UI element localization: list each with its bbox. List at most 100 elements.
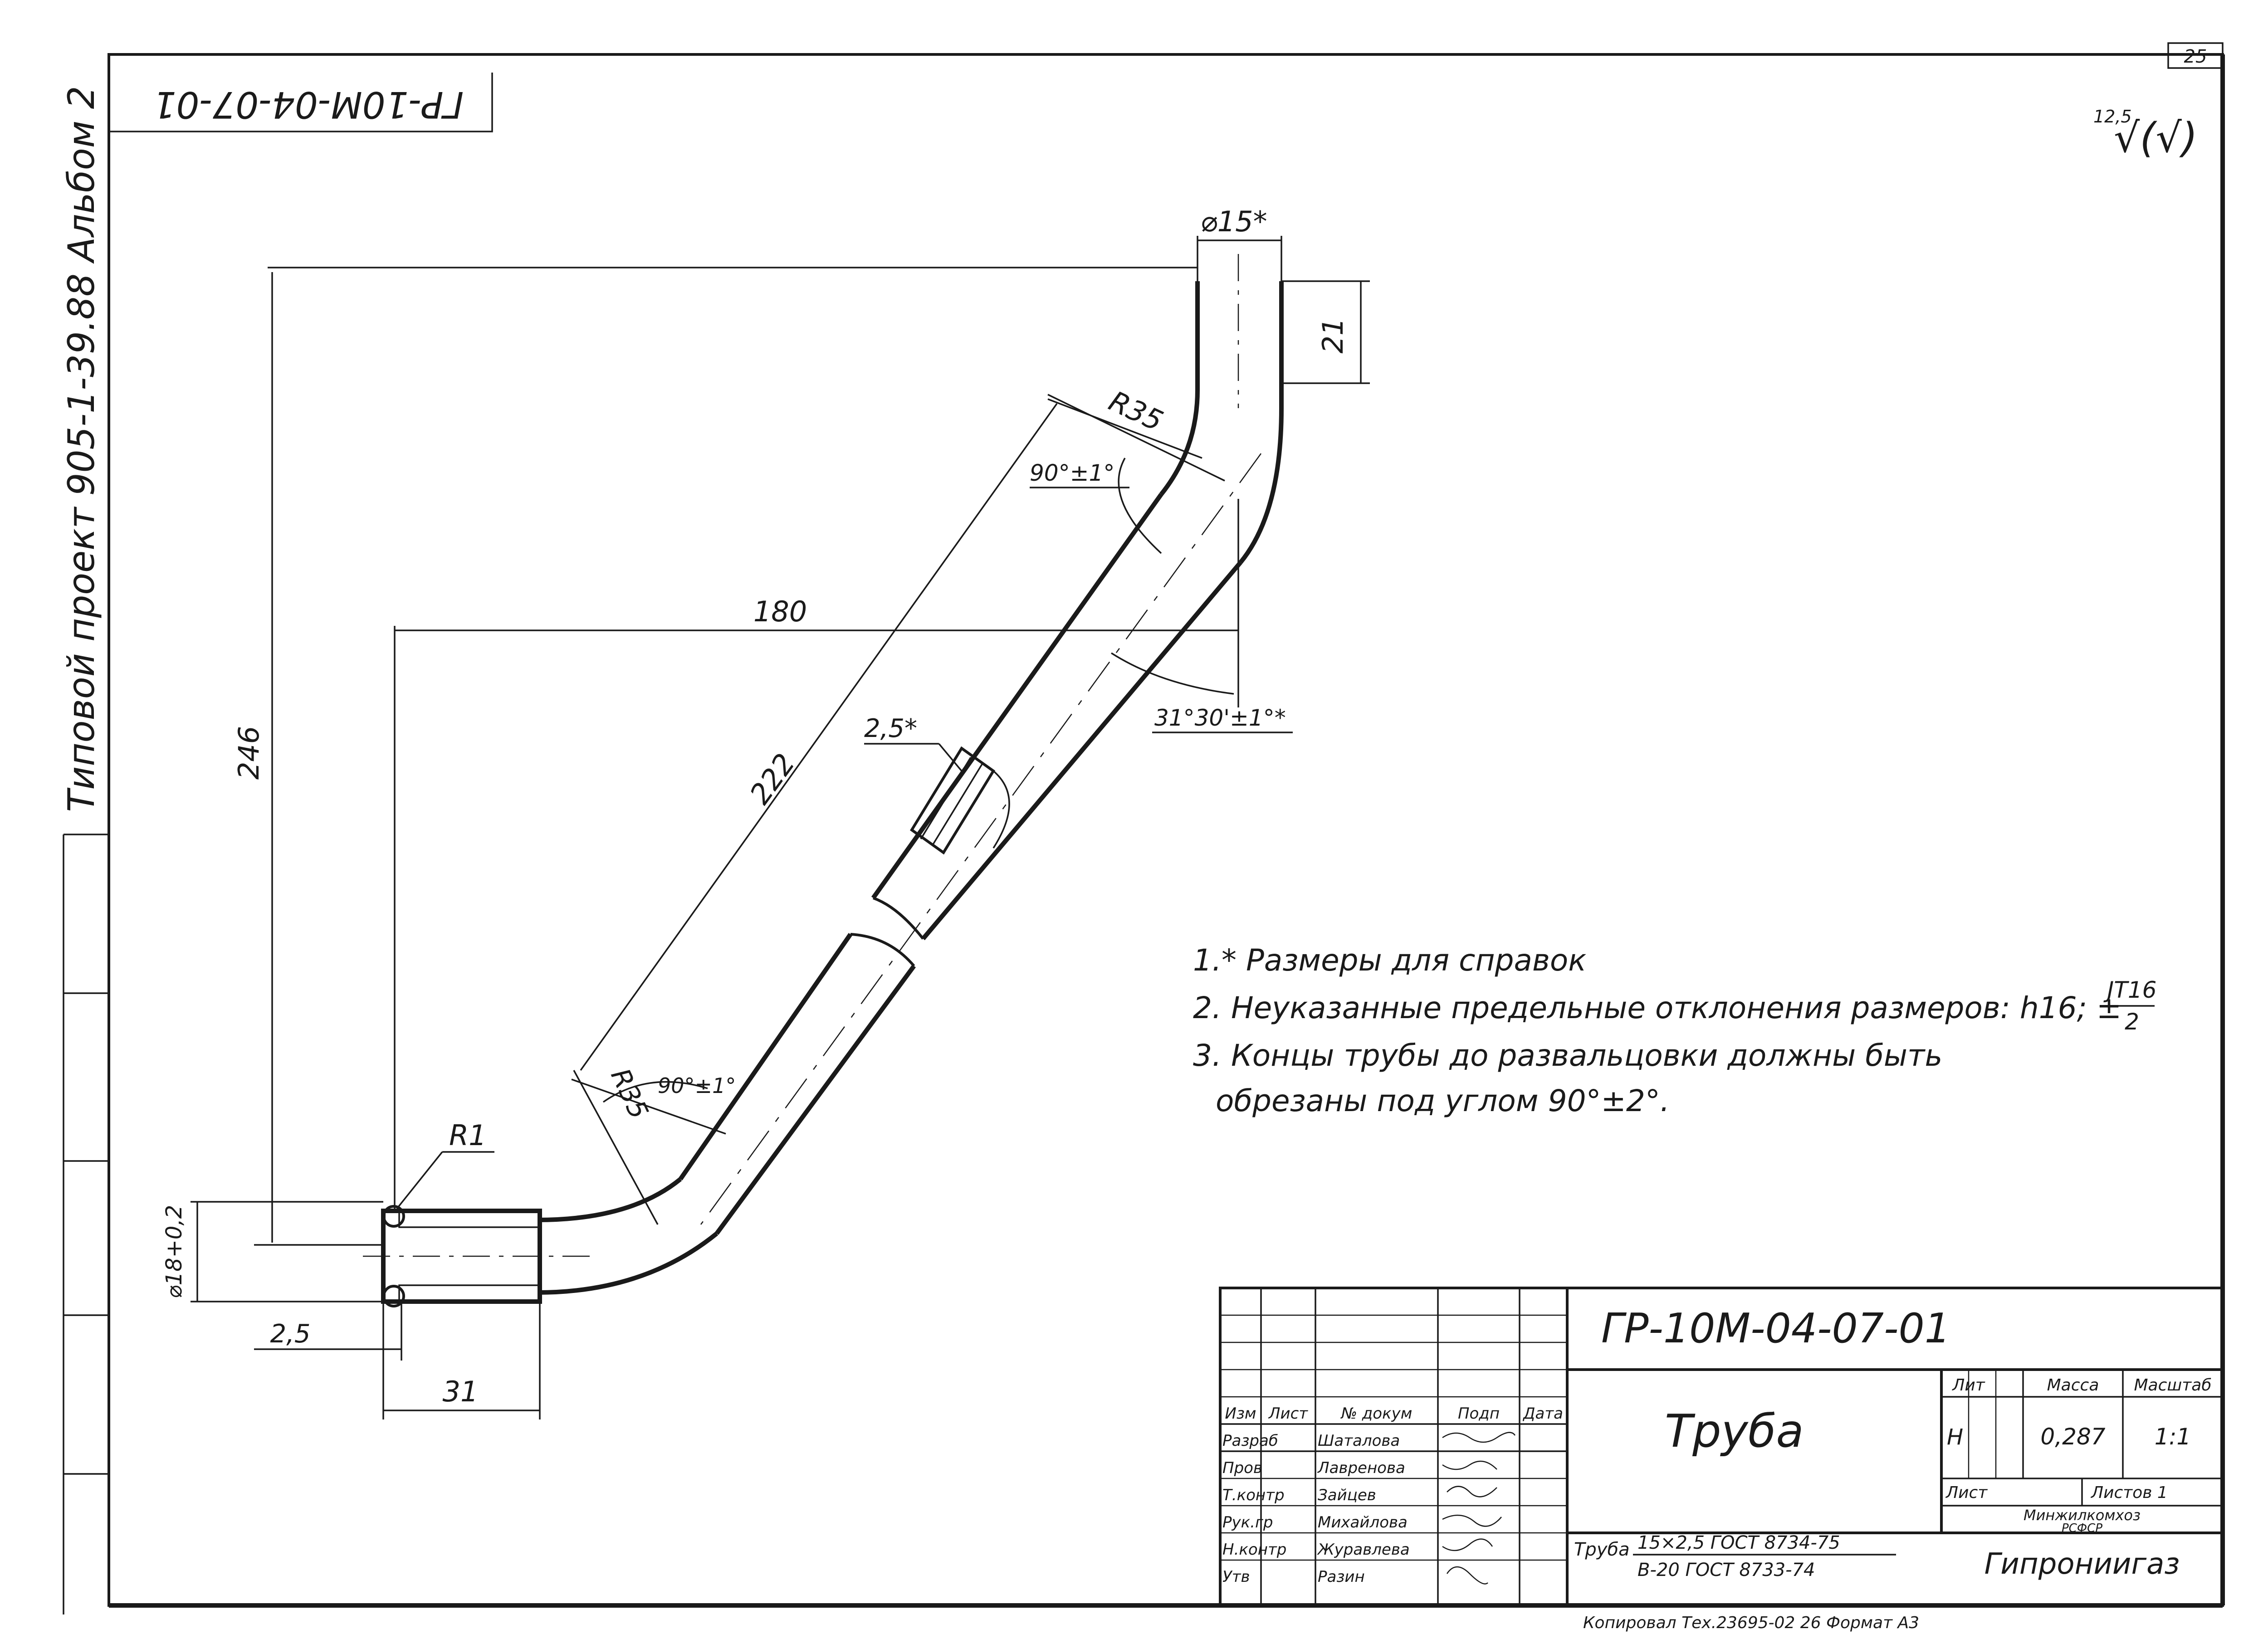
tb-designation: ГР-10М-04-07-01: [1601, 1305, 1950, 1352]
tb-material-line2: В-20 ГОСТ 8733-74: [1637, 1560, 1815, 1580]
pipe-break-upper: [872, 897, 924, 940]
dim-90-top: 90°±1°: [1030, 460, 1114, 486]
tb-role: Разраб: [1222, 1432, 1278, 1450]
bottom-bend-outer: [537, 1232, 719, 1295]
tb-lit-label: Лит: [1951, 1376, 1985, 1395]
tb-name: Труба: [1665, 1405, 1804, 1458]
diag-upper-right: [921, 561, 1242, 941]
leader-r35-top: [1047, 394, 1225, 482]
pipe-break-lower: [850, 933, 915, 967]
title-block-frame: [1219, 1287, 2224, 1607]
ext-line-222-top: [1047, 398, 1202, 459]
tb-sheet-label: Лист: [1945, 1483, 1988, 1502]
dim-180: 180: [753, 595, 807, 628]
flare-wall-top: [398, 1210, 541, 1228]
dim-2-5: 2,5: [270, 1319, 310, 1349]
tb-sheets-label: Листов 1: [2090, 1483, 2168, 1502]
weld-arc: [992, 770, 1010, 849]
dim-21: 21: [1316, 318, 1349, 354]
dim-weld: 2,5*: [864, 714, 917, 743]
dim-d15: ⌀15*: [1200, 205, 1267, 238]
note-3: 3. Концы трубы до развальцовки должны бы…: [1193, 1038, 1942, 1073]
dim-90-bottom: 90°±1°: [658, 1073, 736, 1098]
tb-person: Журавлева: [1317, 1541, 1410, 1559]
rotated-designation: ГР-10М-04-07-01: [153, 83, 464, 126]
dim-222: 222: [743, 747, 802, 810]
tb-person: Разин: [1318, 1568, 1365, 1586]
diag-upper-left: [871, 493, 1163, 899]
title-block: Изм Лист № докум Подп Дата Разраб Пров Т…: [1219, 1287, 2224, 1607]
arc-90-top: [1118, 458, 1162, 554]
diag-lower-left: [678, 933, 853, 1180]
dim-d18: ⌀18+0,2: [161, 1205, 187, 1299]
roughness-symbol: 12,5 √(√): [2093, 107, 2198, 162]
tb-material-line1: 15×2,5 ГОСТ 8734-75: [1637, 1532, 1840, 1553]
technical-notes: 1.* Размеры для справок 2. Неуказанные п…: [1193, 943, 2156, 1118]
dim-246: 246: [232, 726, 265, 780]
roughness-value: 12,5: [2093, 107, 2132, 127]
arc-31: [1111, 652, 1234, 695]
pipe-center-axis: [700, 453, 1262, 1225]
note-2: 2. Неуказанные предельные отклонения раз…: [1193, 990, 2121, 1025]
copied-line: Копировал Тех.23695-02 26 Формат А3: [1583, 1614, 1919, 1632]
dim-line-222: [580, 403, 1058, 1071]
tb-org-line1: Минжилкомхоз: [2024, 1507, 2141, 1524]
note-3-cont: обрезаны под углом 90°±2°.: [1216, 1083, 1670, 1118]
flare-lip-bottom: [382, 1285, 405, 1307]
tb-header-list: Лист: [1268, 1405, 1308, 1423]
signature-mark: [1442, 1538, 1493, 1551]
tb-role: Т.контр: [1222, 1486, 1285, 1504]
arc-90-bottom: [602, 1081, 708, 1103]
tb-person: Зайцев: [1318, 1486, 1376, 1504]
tb-role: Пров: [1222, 1459, 1262, 1477]
ext-line-222-bottom: [571, 1078, 726, 1135]
tb-mass-label: Масса: [2047, 1376, 2099, 1395]
tb-scale-label: Масштаб: [2134, 1376, 2211, 1395]
diag-lower-right: [714, 965, 916, 1235]
note-1: 1.* Размеры для справок: [1193, 943, 1586, 978]
leader-r1: [396, 1151, 443, 1210]
signature-mark: [1442, 1432, 1516, 1443]
tb-mass-value: 0,287: [2040, 1424, 2105, 1450]
tb-header-date: Дата: [1522, 1405, 1563, 1423]
top-bend-outer: [1239, 408, 1284, 564]
flare-lip-top: [382, 1205, 405, 1228]
sheet-frame: 25 ГР-10М-04-07-01 Типовой проект 905-1-…: [60, 42, 2225, 1614]
page-number-box: [2167, 42, 2224, 69]
tb-org-line2: РСФСР: [2062, 1522, 2102, 1535]
dim-r1: R1: [449, 1119, 487, 1152]
designation-box: [109, 73, 493, 132]
dim-r35-top: R35: [1104, 384, 1168, 438]
signature-mark: [1442, 1514, 1502, 1527]
signature-mark: [1446, 1566, 1488, 1585]
roughness-mark: √(√): [2114, 114, 2198, 162]
flare-wall-bottom: [398, 1284, 541, 1302]
tb-material-label: Труба: [1574, 1539, 1630, 1560]
weld-section: [909, 746, 996, 855]
tb-header-sign: Подп: [1458, 1405, 1500, 1423]
tb-scale-value: 1:1: [2155, 1424, 2191, 1450]
pipe-drawing: [363, 254, 1284, 1307]
top-bend-inner: [1159, 390, 1200, 496]
tb-lit-value: Н: [1947, 1424, 1963, 1450]
note-fraction-denominator: 2: [2125, 1009, 2139, 1035]
tb-role: Утв: [1222, 1568, 1250, 1586]
leader-weld: [938, 743, 963, 772]
weld-hatch: [920, 757, 972, 839]
tb-person: Лавренова: [1317, 1459, 1405, 1477]
leader-r35-bottom: [573, 1070, 659, 1225]
dim-31: 31°30'±1°*: [1154, 705, 1286, 731]
tb-org-name: Гипрониигаз: [1984, 1547, 2180, 1581]
outer-frame: [108, 53, 2224, 1607]
bottom-bend-inner: [537, 1177, 682, 1222]
signature-mark: [1447, 1486, 1497, 1497]
tb-role: Н.контр: [1222, 1541, 1286, 1559]
signature-mark: [1442, 1460, 1497, 1470]
note-fraction-numerator: JT16: [2103, 977, 2157, 1003]
tb-person: Михайлова: [1318, 1513, 1408, 1532]
tb-role: Рук.гр: [1222, 1513, 1273, 1532]
dimension-lines: [191, 236, 1370, 1419]
side-label: Типовой проект 905-1-39.88 Альбом 2: [60, 86, 103, 812]
tb-header-doc: № докум: [1340, 1405, 1413, 1423]
